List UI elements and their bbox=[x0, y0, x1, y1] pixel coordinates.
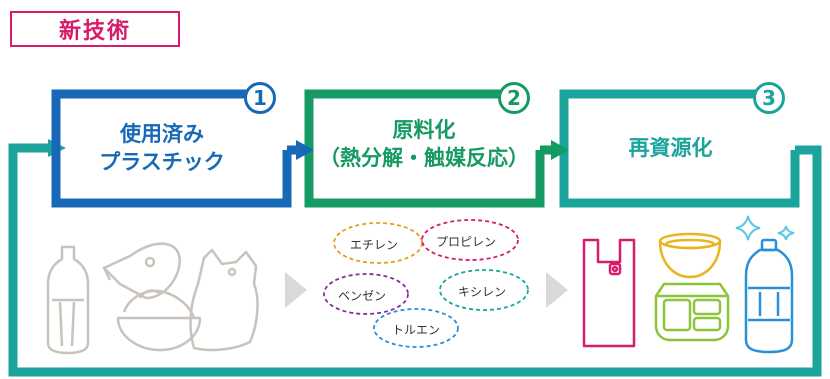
arrow-2-to-3-head bbox=[551, 140, 569, 160]
step3-number-badge: 3 bbox=[753, 82, 785, 114]
chemical-benzene: ベンゼン bbox=[338, 289, 387, 303]
recycled-bowl-icon bbox=[658, 232, 722, 279]
recycled-bag-icon bbox=[582, 238, 636, 348]
sparkle-icon bbox=[735, 215, 795, 241]
used-plastics-illustration bbox=[46, 242, 259, 355]
chemical-ethylene: エチレン bbox=[350, 238, 399, 252]
cloud-toluene bbox=[373, 308, 459, 348]
used-bowl-icon bbox=[116, 316, 202, 352]
used-bottle-icon bbox=[46, 245, 90, 355]
step3-frame bbox=[559, 89, 800, 208]
step1-number-badge: 1 bbox=[244, 82, 276, 114]
chemical-toluene: トルエン bbox=[392, 323, 441, 337]
step2-number: 2 bbox=[507, 86, 521, 110]
recycled-bottle-icon bbox=[744, 238, 794, 354]
step3-number: 3 bbox=[762, 86, 776, 110]
step2-frame bbox=[304, 89, 545, 208]
title-text: 新技術 bbox=[58, 19, 131, 44]
used-bag-icon bbox=[189, 248, 259, 352]
chemical-clouds bbox=[323, 219, 529, 348]
step3-label: 再資源化 bbox=[628, 136, 713, 160]
cloud-xylene bbox=[439, 269, 529, 311]
step2-label: 原料化 （熱分解・触媒反応） bbox=[319, 118, 529, 171]
step1-frame bbox=[51, 89, 292, 208]
arrow-1-to-2-head bbox=[296, 140, 314, 160]
cloud-propylene bbox=[421, 219, 519, 261]
used-container-icon bbox=[102, 242, 181, 300]
recycled-lunchbox-icon bbox=[654, 282, 730, 342]
step2-number-badge: 2 bbox=[498, 82, 530, 114]
chemical-xylene: キシレン bbox=[458, 285, 507, 299]
chemical-propylene: プロピレン bbox=[436, 235, 497, 249]
step1-number: 1 bbox=[253, 86, 267, 110]
recycle-loop-line bbox=[8, 143, 822, 377]
cloud-benzene bbox=[323, 273, 409, 315]
step1-label: 使用済み プラスチック bbox=[99, 122, 225, 175]
chevron-right-icon-2 bbox=[546, 272, 568, 308]
title-box: 新技術 bbox=[10, 11, 180, 47]
chevron-right-icon-1 bbox=[285, 272, 307, 308]
